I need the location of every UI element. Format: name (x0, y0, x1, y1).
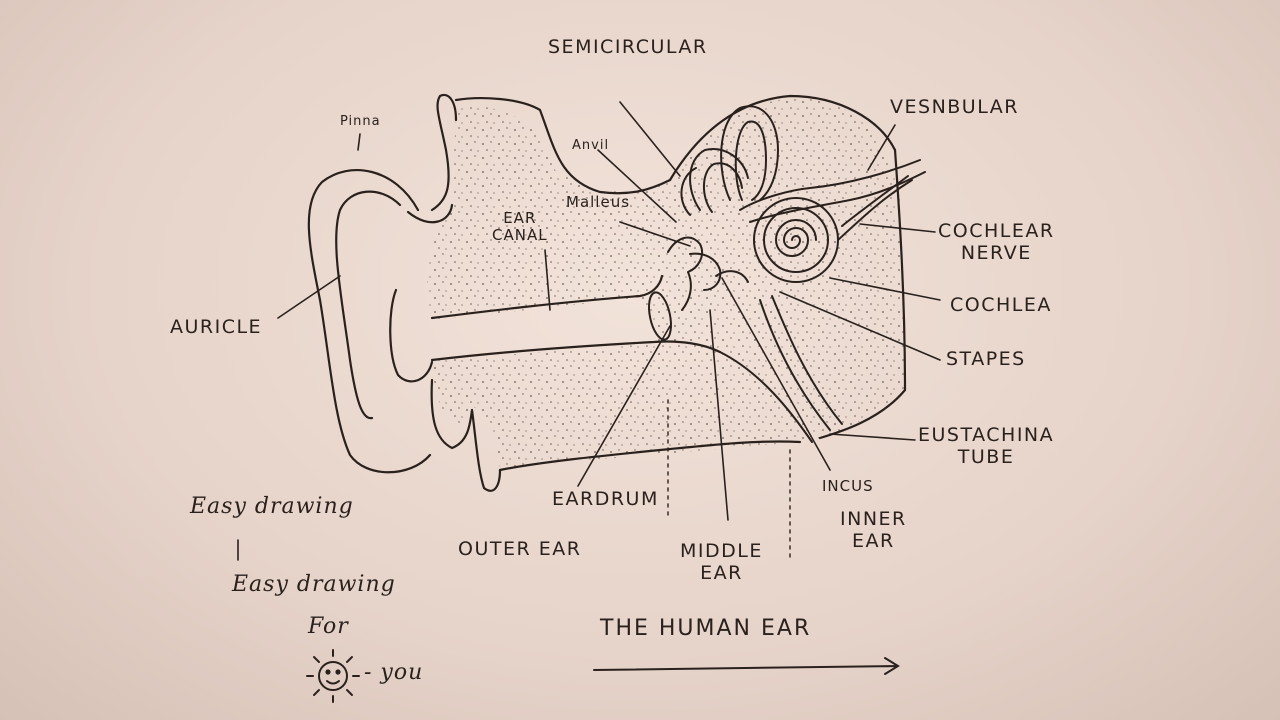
label-inner-ear-line1: INNER (840, 508, 907, 530)
label-outer-ear: OUTER EAR (458, 538, 582, 560)
label-cochlear-nerve: COCHLEAR NERVE (938, 220, 1055, 264)
note-for: For (308, 614, 349, 639)
label-cochlear-nerve-line1: COCHLEAR (938, 220, 1055, 242)
label-eardrum: EARDRUM (552, 488, 659, 510)
bone-stipple (427, 98, 905, 468)
middle-inner-ear (648, 105, 926, 561)
label-eustachina-line1: EUSTACHINA (918, 424, 1055, 446)
label-auricle: AURICLE (170, 316, 263, 338)
label-ear-canal-line1: EAR (503, 209, 537, 227)
label-anvil: Anvil (572, 138, 610, 153)
label-middle-ear-line2: EAR (700, 562, 743, 584)
label-eustachina-tube: EUSTACHINA TUBE (918, 424, 1054, 468)
label-middle-ear-line1: MIDDLE (680, 540, 763, 562)
label-ear-canal: EAR CANAL (492, 210, 548, 244)
label-ear-canal-line2: CANAL (492, 226, 548, 244)
label-cochlear-nerve-line2: NERVE (960, 242, 1032, 264)
label-inner-ear: INNER EAR (840, 508, 907, 552)
label-middle-ear: MIDDLE EAR (680, 540, 763, 584)
label-stapes: STAPES (946, 348, 1026, 370)
label-inner-ear-line2: EAR (852, 530, 895, 552)
title-underline (593, 657, 900, 675)
label-malleus: Malleus (566, 193, 631, 211)
leader-lines (237, 101, 941, 561)
label-incus: INCUS (822, 477, 874, 495)
label-pinna: Pinna (340, 114, 381, 129)
label-cochlea: COCHLEA (950, 294, 1052, 316)
note-you: - you (364, 660, 424, 685)
diagram-title: THE HUMAN EAR (600, 616, 812, 641)
label-eustachina-line2: TUBE (957, 446, 1015, 468)
label-vesnbular: VESNBULAR (890, 96, 1019, 118)
note-easy-drawing-2: Easy drawing (232, 572, 396, 597)
label-semicircular: SEMICIRCULAR (548, 36, 708, 58)
sun-face-icon (306, 649, 360, 703)
note-easy-drawing-1: Easy drawing (190, 494, 354, 519)
